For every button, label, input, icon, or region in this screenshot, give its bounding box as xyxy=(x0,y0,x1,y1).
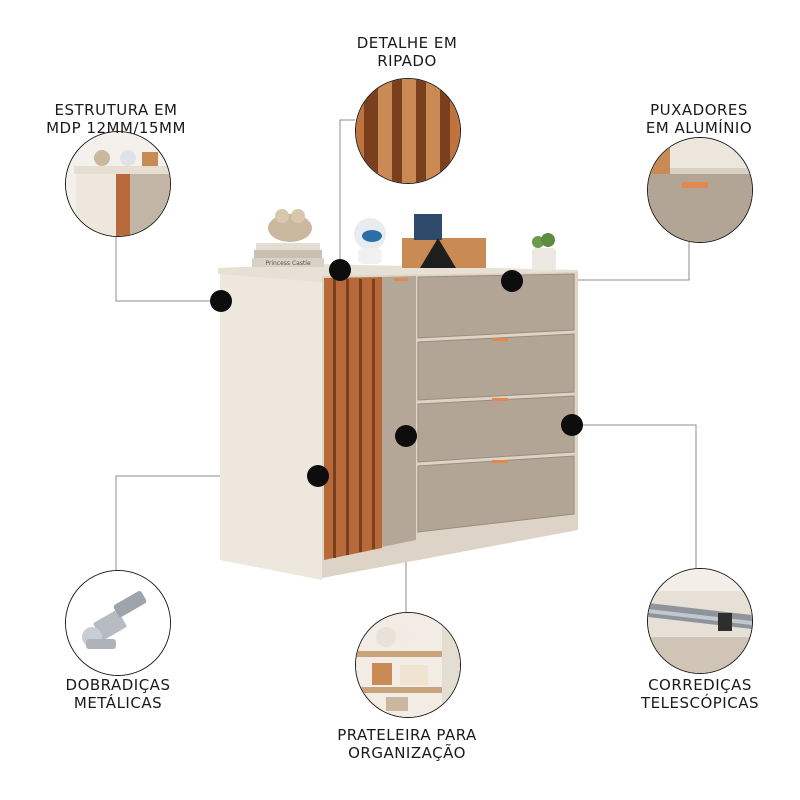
slat-detail-image xyxy=(356,79,460,183)
marker-dobradicas xyxy=(307,465,329,487)
marker-corredicas xyxy=(561,414,583,436)
connector-corredicas xyxy=(572,424,697,568)
marker-prateleira xyxy=(395,425,417,447)
label-line: PUXADORES xyxy=(650,101,748,119)
decor-books: Princess Castle xyxy=(252,243,324,267)
label-line: METÁLICAS xyxy=(73,694,163,712)
decor-plush xyxy=(268,209,312,242)
slat-grooves xyxy=(333,279,375,558)
side-panel xyxy=(220,272,322,580)
label-line: RIPADO xyxy=(377,52,437,70)
decor-boxes xyxy=(402,214,486,268)
marker-estrutura xyxy=(210,290,232,312)
connector-ripado xyxy=(339,119,355,270)
slatted-door xyxy=(324,277,382,560)
label-line: CORREDIÇAS xyxy=(648,676,752,694)
shelf-detail-image xyxy=(356,613,460,717)
decor-robot-toy xyxy=(354,218,386,264)
door-panel xyxy=(382,276,416,547)
label-line: PRATELEIRA PARA xyxy=(337,726,477,744)
door-handle xyxy=(394,278,408,281)
decor-plant xyxy=(532,233,556,270)
hinge-icon xyxy=(66,571,170,675)
label-estrutura: ESTRUTURA EM MDP 12MM/15MM xyxy=(36,101,196,137)
label-corredicas: CORREDIÇAS TELESCÓPICAS xyxy=(630,676,770,712)
label-line: DOBRADIÇAS xyxy=(65,676,171,694)
drawer-2 xyxy=(417,333,575,401)
label-line: MDP 12MM/15MM xyxy=(46,119,186,137)
label-detalhe-ripado: DETALHE EM RIPADO xyxy=(345,34,469,70)
label-prateleira: PRATELEIRA PARA ORGANIZAÇÃO xyxy=(330,726,484,762)
marker-ripado xyxy=(329,259,351,281)
drawer-handles xyxy=(492,338,508,463)
structure-detail-image xyxy=(66,132,170,236)
connector-estrutura xyxy=(115,235,221,302)
label-line: ORGANIZAÇÃO xyxy=(348,744,466,762)
callout-ripado xyxy=(355,78,461,184)
callout-estrutura xyxy=(65,131,171,237)
callout-puxadores xyxy=(647,137,753,243)
label-dobradicas: DOBRADIÇAS METÁLICAS xyxy=(56,676,180,712)
label-line: DETALHE EM xyxy=(356,34,458,52)
book-title: Princess Castle xyxy=(265,260,311,267)
label-puxadores: PUXADORES EM ALUMÍNIO xyxy=(626,101,772,137)
label-line: EM ALUMÍNIO xyxy=(645,119,753,137)
marker-puxadores xyxy=(501,270,523,292)
drawer-4 xyxy=(417,455,575,533)
handle-detail-image xyxy=(648,138,752,242)
drawer-3 xyxy=(417,395,575,463)
callout-prateleira xyxy=(355,612,461,718)
slide-rail-icon xyxy=(648,569,752,673)
callout-corredicas xyxy=(647,568,753,674)
label-line: ESTRUTURA EM xyxy=(54,101,178,119)
callout-dobradicas xyxy=(65,570,171,676)
label-line: TELESCÓPICAS xyxy=(640,694,759,712)
drawer-1 xyxy=(417,273,575,339)
